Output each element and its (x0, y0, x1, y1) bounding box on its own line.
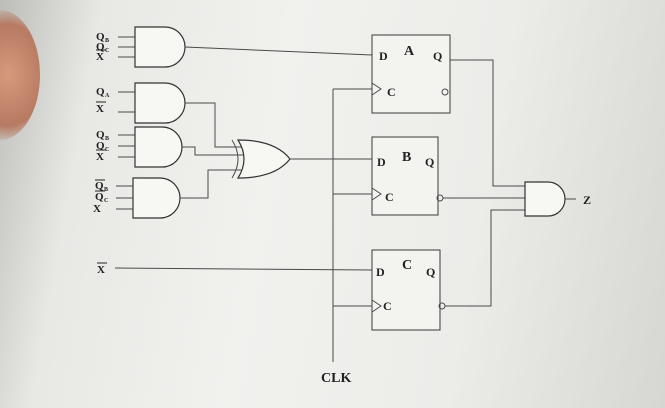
gate4-in3-label: X (93, 203, 101, 215)
ffc-q-label: Q (426, 265, 435, 279)
and-gate-1 (118, 26, 373, 68)
ffa-q-label: Q (433, 49, 442, 63)
gate3-in3-label: X (96, 151, 104, 163)
ffa-d-label: D (379, 49, 388, 63)
gate4-in2-label: Q (95, 191, 104, 203)
svg-text:C: C (105, 48, 109, 54)
clock-line: CLK (321, 88, 372, 386)
gate3-in2-label: Q (96, 140, 105, 152)
and-gate-2 (118, 82, 246, 148)
ffa-name: A (404, 44, 415, 59)
or-gate (231, 139, 372, 179)
svg-text:B: B (105, 136, 109, 142)
svg-text:B: B (105, 38, 109, 44)
ffc-c-label: C (383, 299, 392, 313)
gate4-input-labels: Q B Q C X (93, 179, 108, 215)
gate1-in1-label: Q (96, 31, 105, 43)
ffc-d-label: D (376, 265, 385, 279)
ffc-name: C (402, 258, 412, 273)
flipflop-a: D A Q C (371, 34, 451, 114)
svg-text:A: A (105, 93, 110, 99)
gate2-in1-label: Q (96, 86, 105, 98)
output-wires (443, 59, 525, 307)
gate1-input-labels: Q B Q C X (96, 31, 109, 63)
xbar-label: X (97, 264, 105, 276)
svg-text:C: C (104, 198, 108, 204)
ffb-d-label: D (377, 155, 386, 169)
gate3-input-labels: Q B Q C X (96, 129, 109, 163)
and-gate-4 (116, 169, 246, 219)
flipflop-b: D B Q C (371, 136, 444, 216)
output-label: Z (583, 193, 591, 207)
gate2-input-labels: Q A X (96, 86, 110, 115)
clock-label: CLK (321, 371, 351, 386)
ffb-name: B (402, 150, 411, 165)
and-gate-3 (118, 126, 246, 168)
xbar-input: X (97, 262, 373, 276)
ffa-c-label: C (387, 85, 396, 99)
ffb-q-label: Q (425, 155, 434, 169)
svg-text:B: B (104, 187, 108, 193)
output-and-gate: Z (524, 181, 591, 217)
gate3-in1-label: Q (96, 129, 105, 141)
gate1-in3-label: X (96, 51, 104, 63)
gate4-in1-label: Q (95, 180, 104, 192)
svg-text:C: C (105, 147, 109, 153)
ffb-c-label: C (385, 190, 394, 204)
flipflop-c: D C Q C (371, 249, 446, 331)
gate1-in2-label: Q (96, 41, 105, 53)
gate2-in2-label: X (96, 103, 104, 115)
